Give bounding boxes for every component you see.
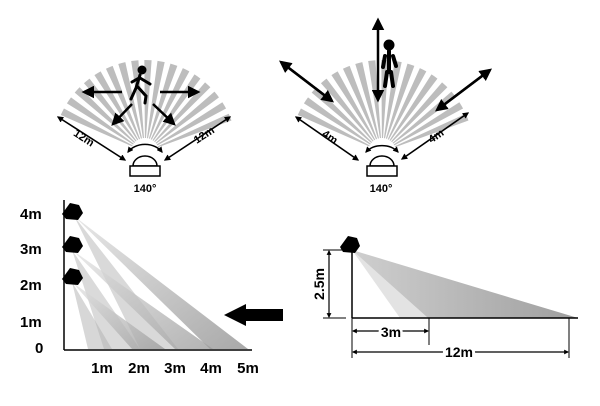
x-tick-2m: 2m (128, 360, 150, 377)
angle-label-right: 140° (370, 183, 393, 195)
y-tick-1m: 1m (20, 314, 42, 331)
mount-sensor-icon (340, 236, 360, 253)
fan-segment (383, 60, 402, 139)
fan-segment (94, 71, 139, 141)
fan-segment (118, 62, 143, 139)
top-left-coverage: 12m 12m 140° (56, 60, 232, 195)
beam-2m (72, 282, 165, 349)
x-tick-3m: 3m (164, 360, 186, 377)
far-label: 12m (445, 344, 473, 360)
x-tick-1m: 1m (91, 360, 113, 377)
top-right-coverage: 4m 4m 140° (279, 17, 492, 195)
angle-label: 140° (134, 183, 157, 195)
near-label: 3m (381, 324, 401, 340)
wall-sensors (62, 203, 83, 285)
beam-3m (72, 250, 213, 349)
fan-segment (320, 78, 374, 142)
diagonal-motion-arrows (279, 60, 492, 112)
fan-segment (331, 71, 376, 141)
mount-beam-inner (352, 250, 428, 318)
y-tick-0: 0 (35, 340, 43, 357)
range-left-label: 12m (71, 127, 96, 149)
fan-segment (342, 65, 378, 140)
x-tick-4m: 4m (200, 360, 222, 377)
range-arrows-4m (294, 112, 470, 161)
fan-segment (150, 68, 190, 140)
fan-segment (148, 63, 178, 139)
y-tick-3m: 3m (20, 241, 42, 258)
y-tick-2m: 2m (20, 277, 42, 294)
fan-segment (146, 60, 165, 139)
beam-4m (74, 216, 248, 349)
side-view-chart: 4m 3m 2m 1m 0 1m 2m 3m 4m 5m (20, 200, 259, 377)
direction-arrow-icon (224, 304, 283, 326)
mount-beam (352, 250, 578, 318)
fan-segment (387, 68, 427, 140)
fan-segment (385, 63, 415, 139)
mount-view: 2.5m 3m 12m (311, 236, 578, 363)
fan-segment (355, 62, 380, 139)
fan-segment (105, 65, 141, 140)
range-arrows-12m (56, 116, 232, 161)
walking-person-icon (129, 65, 152, 105)
y-tick-4m: 4m (20, 206, 42, 223)
x-tick-5m: 5m (237, 360, 259, 377)
sensor-icon (127, 143, 163, 177)
beam-2m-inner (72, 282, 112, 349)
fan-segment (144, 60, 152, 139)
sensor-icon-right (365, 144, 399, 177)
standing-person-icon (381, 39, 398, 88)
height-label: 2.5m (311, 268, 327, 300)
